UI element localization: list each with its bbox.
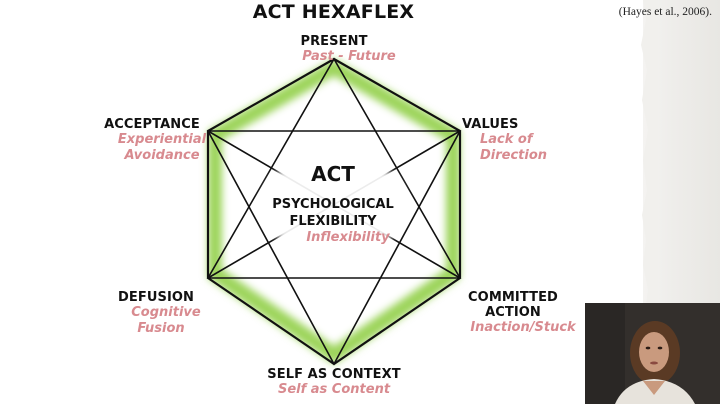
citation: (Hayes et al., 2006).: [618, 6, 712, 18]
node-self-label: SELF AS CONTEXT: [267, 367, 401, 382]
node-present: PRESENT Past - Future: [279, 34, 419, 65]
node-present-opposite: Past - Future: [302, 49, 396, 64]
slide-title: ACT HEXAFLEX: [252, 1, 415, 23]
node-values-opposite: Lack of Direction: [480, 132, 548, 163]
node-acceptance-opposite-1: Experiential: [117, 132, 207, 147]
node-self-as-context: SELF AS CONTEXT Self as Content: [249, 367, 419, 398]
center-psychological-flexibility: PSYCHOLOGICAL FLEXIBILITY: [248, 196, 418, 230]
triangle-down: [206, 130, 462, 366]
node-committed-opposite: Inaction/Stuck: [470, 320, 576, 335]
node-self-opposite: Self as Content: [277, 382, 391, 397]
node-committed-label-2: ACTION: [485, 305, 541, 320]
node-acceptance-label: ACCEPTANCE: [104, 117, 200, 132]
node-defusion: DEFUSION Cognitive Fusion: [96, 290, 216, 337]
node-acceptance: ACCEPTANCE Experiential Avoidance: [92, 117, 212, 164]
center-line-2: FLEXIBILITY: [289, 214, 377, 229]
node-present-label: PRESENT: [300, 34, 368, 49]
presenter-webcam: [585, 303, 720, 404]
presenter-figure: [585, 303, 720, 404]
node-values-label: VALUES: [462, 117, 519, 132]
node-defusion-opposite-2: Fusion: [137, 321, 185, 336]
center-opposite: Inflexibility: [306, 230, 390, 245]
node-acceptance-opposite-2: Avoidance: [124, 148, 200, 163]
center-line-1: PSYCHOLOGICAL: [272, 197, 394, 212]
node-committed-action: COMMITTED ACTION Inaction/Stuck: [448, 290, 578, 336]
node-committed-label-1: COMMITTED: [468, 290, 558, 305]
center-backing: [262, 153, 406, 257]
center-act-title: ACT: [311, 162, 355, 186]
node-defusion-label: DEFUSION: [117, 290, 195, 305]
node-defusion-opposite-1: Cognitive: [131, 305, 201, 320]
node-values: VALUES Lack of Direction: [462, 117, 602, 164]
